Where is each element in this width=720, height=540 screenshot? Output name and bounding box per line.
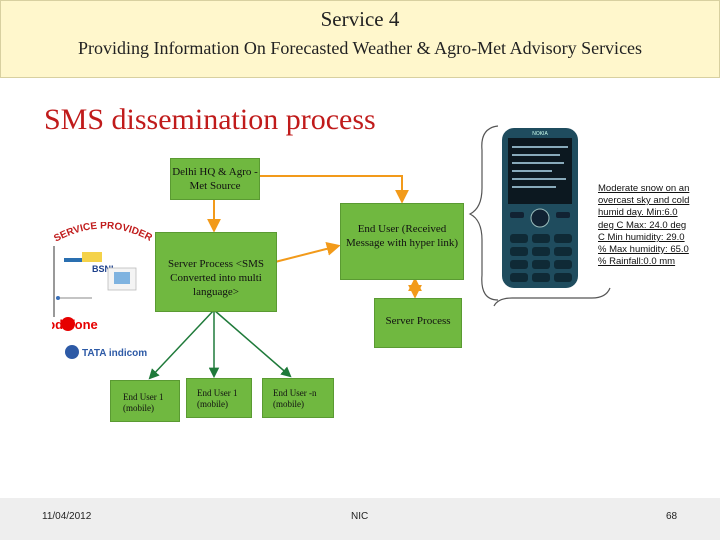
phone-brand: NOKIA	[532, 131, 548, 137]
arrow-sp-to-eun	[214, 310, 290, 376]
delhi-hq-label: Delhi HQ & Agro -Met Source	[171, 165, 259, 193]
service-provider-arc-text: SERVICE PROVIDER	[52, 222, 152, 245]
end-user-1-label: End User 1 (mobile)	[123, 392, 179, 414]
vodafone-logo: vodafone	[52, 317, 98, 332]
advisory-message: Moderate snow on an overcast sky and col…	[598, 183, 693, 268]
server-process-multilang-label: Server Process <SMS Converted into multi…	[156, 257, 276, 299]
end-user-2-label: End User 1 (mobile)	[197, 388, 251, 410]
end-user-label: End User (Received Message with hyper li…	[341, 222, 463, 250]
end-user-n-label: End User -n (mobile)	[273, 388, 333, 410]
brace-left	[470, 126, 498, 300]
server-process-box: Server Process	[374, 298, 462, 348]
arrow-server-to-end-user	[275, 246, 338, 262]
arrow-delhi-to-end-user	[258, 176, 402, 201]
tata-indicom-logo: TATA indicom	[82, 348, 147, 359]
footer-org: NIC	[351, 511, 368, 522]
end-user-1-box: End User 1 (mobile)	[110, 380, 180, 422]
arrow-sp-to-eu1	[150, 310, 214, 378]
service-provider-panel: SERVICE PROVIDER BSNL vodafone TATA indi…	[52, 222, 152, 370]
server-process-label: Server Process	[375, 314, 461, 328]
server-process-multilang-box: Server Process <SMS Converted into multi…	[155, 232, 277, 312]
footer-date: 11/04/2012	[42, 511, 91, 522]
end-user-box: End User (Received Message with hyper li…	[340, 203, 464, 280]
svg-text:SERVICE PROVIDER: SERVICE PROVIDER	[52, 222, 152, 245]
mobile-phone-image: NOKIA	[500, 126, 582, 292]
end-user-n-box: End User -n (mobile)	[262, 378, 334, 418]
delhi-hq-box: Delhi HQ & Agro -Met Source	[170, 158, 260, 200]
end-user-2-box: End User 1 (mobile)	[186, 378, 252, 418]
footer-page-number: 68	[666, 511, 677, 522]
